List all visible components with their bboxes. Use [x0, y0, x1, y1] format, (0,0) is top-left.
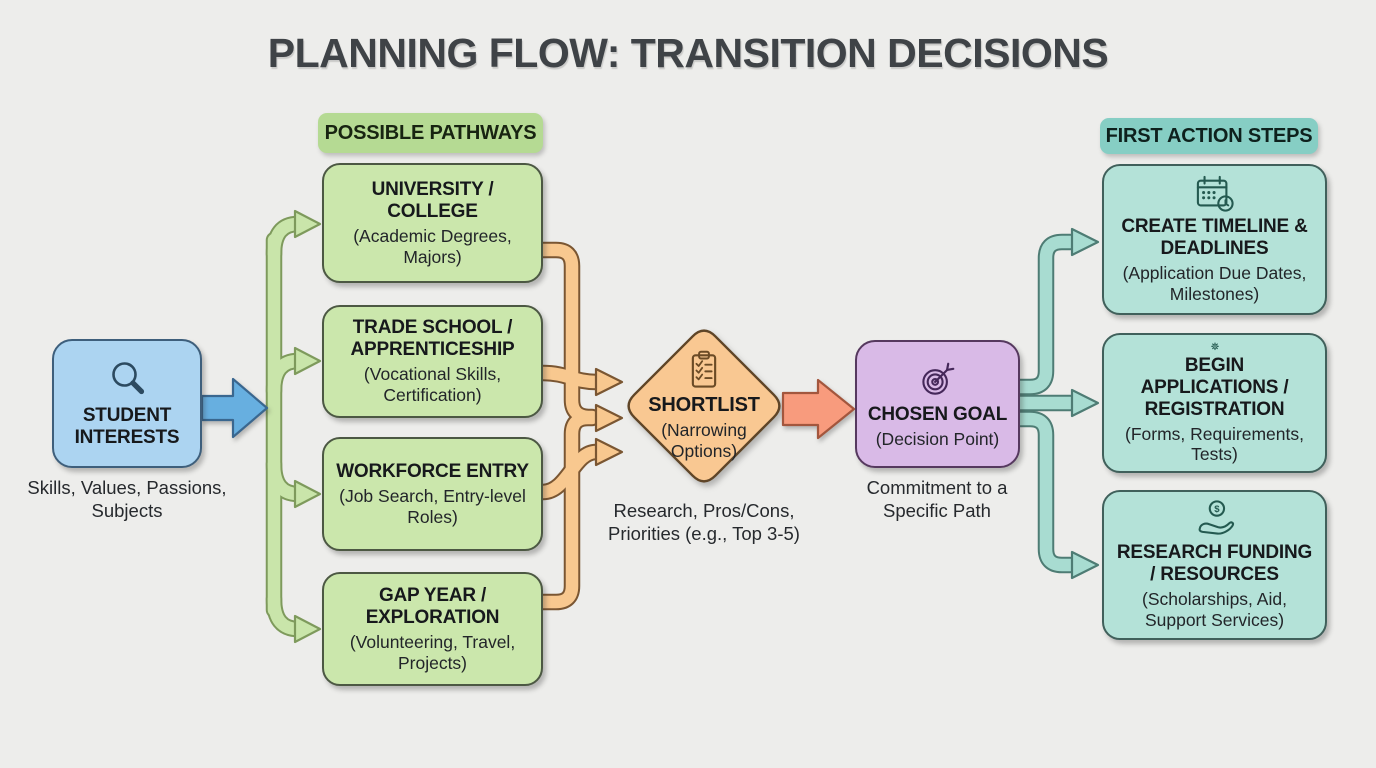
pathway-title: TRADE SCHOOL / APPRENTICESHIP [350, 317, 515, 361]
checklist-icon [691, 351, 717, 388]
gear-icon [1210, 342, 1219, 351]
funding-hand-icon: $ [1198, 500, 1234, 535]
shortlist-caption: Research, Pros/Cons, Priorities (e.g., T… [608, 500, 800, 544]
page-title: PLANNING FLOW: TRANSITION DECISIONS [267, 30, 1109, 76]
calendar-clock-icon [1196, 175, 1234, 212]
action-subtitle: (Application Due Dates, Milestones) [1122, 262, 1307, 304]
pathway-subtitle: (Vocational Skills, Certification) [363, 364, 502, 406]
student-interests-node: STUDENT INTERESTS [52, 339, 202, 468]
shortlist-diamond [627, 329, 781, 483]
chosen-goal-subtitle: (Decision Point) [875, 428, 1000, 449]
pathway-title: GAP YEAR / EXPLORATION [365, 584, 500, 628]
action-title: RESEARCH FUNDING / RESOURCES [1116, 542, 1313, 586]
action-title: CREATE TIMELINE & DEADLINES [1121, 215, 1308, 259]
chosen-goal-title: CHOSEN GOAL [867, 403, 1008, 425]
pathway-title: WORKFORCE ENTRY [336, 460, 529, 482]
shortlist-node: SHORTLIST (Narrowing Options) [624, 336, 784, 476]
shortlist-title: SHORTLIST [648, 394, 760, 417]
pathway-subtitle: (Academic Degrees, Majors) [353, 225, 512, 267]
first-action-steps-header: FIRST ACTION STEPS [1100, 118, 1318, 154]
salmon-arrow [781, 378, 856, 440]
possible-pathways-header: POSSIBLE PATHWAYS [318, 113, 543, 153]
svg-text:$: $ [1214, 504, 1220, 515]
chosen-goal-caption: Commitment to a Specific Path [866, 477, 1008, 521]
action-subtitle: (Scholarships, Aid, Support Services) [1142, 589, 1287, 631]
pathway-gap-year: GAP YEAR / EXPLORATION (Volunteering, Tr… [322, 572, 543, 686]
action-research-funding: $ RESEARCH FUNDING / RESOURCES (Scholars… [1102, 490, 1327, 640]
target-icon [921, 362, 954, 395]
action-create-timeline: CREATE TIMELINE & DEADLINES (Application… [1102, 164, 1327, 315]
pathway-subtitle: (Job Search, Entry-level Roles) [339, 485, 526, 527]
blue-arrow [200, 377, 269, 439]
student-interests-title: STUDENT INTERESTS [74, 404, 180, 448]
student-caption: Skills, Values, Passions, Subjects [27, 477, 227, 521]
action-begin-applications: BEGIN APPLICATIONS / REGISTRATION (Forms… [1102, 333, 1327, 473]
action-subtitle: (Forms, Requirements, Tests) [1125, 423, 1304, 465]
pathway-title: UNIVERSITY / COLLEGE [371, 178, 494, 222]
chosen-goal-node: CHOSEN GOAL (Decision Point) [855, 340, 1020, 468]
action-title: BEGIN APPLICATIONS / REGISTRATION [1140, 354, 1289, 420]
shortlist-subtitle: (Narrowing Options) [661, 420, 747, 462]
pathway-university-college: UNIVERSITY / COLLEGE (Academic Degrees, … [322, 163, 543, 283]
magnifier-icon [112, 362, 145, 395]
pathway-subtitle: (Volunteering, Travel, Projects) [349, 631, 516, 673]
pathway-trade-school: TRADE SCHOOL / APPRENTICESHIP (Vocationa… [322, 305, 543, 418]
pathway-workforce-entry: WORKFORCE ENTRY (Job Search, Entry-level… [322, 437, 543, 551]
